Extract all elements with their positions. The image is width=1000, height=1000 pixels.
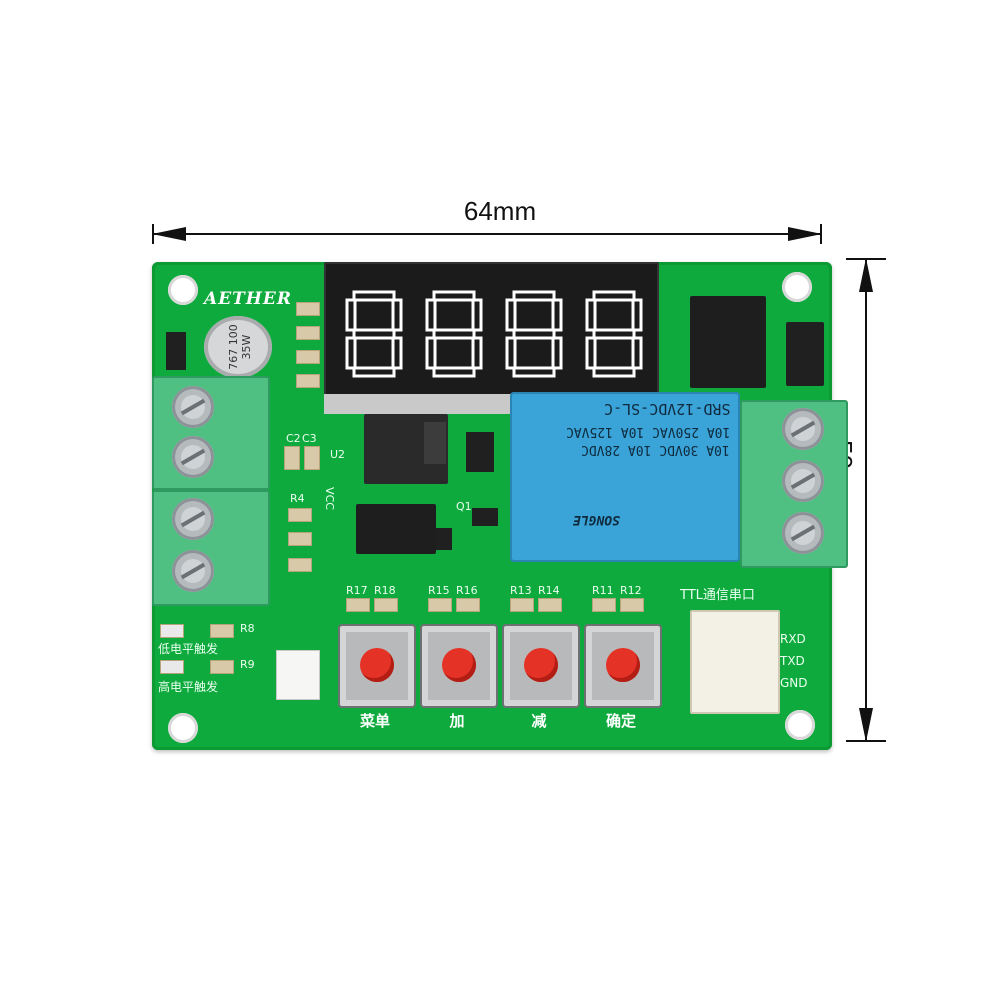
smd-resistor bbox=[456, 598, 480, 612]
smd-resistor bbox=[288, 532, 312, 546]
silk-label-r13: R13 bbox=[510, 584, 532, 597]
silk-label-r14: R14 bbox=[538, 584, 560, 597]
brand-logo: AETHER bbox=[204, 289, 292, 309]
terminal-block-power bbox=[152, 376, 270, 490]
display-digit bbox=[585, 290, 643, 378]
silk-label-r16: R16 bbox=[456, 584, 478, 597]
smd-resistor bbox=[428, 598, 452, 612]
relay-rating-dc: 10A 30VDC 10A 28VDC bbox=[581, 442, 730, 457]
smd-resistor bbox=[538, 598, 562, 612]
relay-model: SRD-12VDC-SL-C bbox=[603, 400, 730, 418]
jumper-pad[interactable] bbox=[160, 624, 184, 638]
button-cap bbox=[360, 648, 394, 682]
low-level-trigger-label: 低电平触发 bbox=[158, 642, 219, 656]
screw-terminal[interactable] bbox=[782, 408, 824, 450]
smd-resistor bbox=[210, 624, 234, 638]
display-digit bbox=[425, 290, 483, 378]
relay-brand: SONGLE bbox=[573, 512, 620, 527]
screw-terminal[interactable] bbox=[782, 460, 824, 502]
silk-label-q1: Q1 bbox=[456, 500, 472, 513]
silk-label-r15: R15 bbox=[428, 584, 450, 597]
diode bbox=[466, 432, 494, 472]
silk-label-r4: R4 bbox=[290, 492, 305, 505]
screw-terminal[interactable] bbox=[172, 550, 214, 592]
high-level-trigger-label: 高电平触发 bbox=[158, 680, 219, 694]
confirm-button-label: 确定 bbox=[605, 713, 636, 730]
smd-resistor bbox=[510, 598, 534, 612]
serial-connector[interactable] bbox=[690, 610, 780, 714]
button-cap bbox=[524, 648, 558, 682]
relay: SRD-12VDC-SL-C 10A 250VAC 10A 125VAC 10A… bbox=[510, 392, 740, 562]
smd-resistor bbox=[210, 660, 234, 674]
serial-port-label: TTL通信串口 bbox=[680, 588, 755, 603]
plus-button-label: 加 bbox=[449, 713, 465, 730]
pin-label-txd: TXD bbox=[780, 654, 805, 668]
terminal-block-relay-output bbox=[740, 400, 848, 568]
silk-label-c3: C3 bbox=[302, 432, 317, 445]
smd-resistor bbox=[592, 598, 616, 612]
pin-label-gnd: GND bbox=[780, 676, 808, 690]
smd-resistor bbox=[346, 598, 370, 612]
height-dimension-line bbox=[846, 258, 886, 742]
silk-label-r11: R11 bbox=[592, 584, 614, 597]
smd-resistor bbox=[296, 326, 320, 340]
display-digit bbox=[345, 290, 403, 378]
screw-terminal[interactable] bbox=[172, 436, 214, 478]
button-cap bbox=[606, 648, 640, 682]
smd-resistor bbox=[296, 374, 320, 388]
electrolytic-capacitor bbox=[204, 316, 272, 378]
smd-resistor bbox=[374, 598, 398, 612]
smd-resistor bbox=[296, 302, 320, 316]
capacitor-marking: 767 100 35W bbox=[227, 324, 253, 370]
button-cap bbox=[442, 648, 476, 682]
width-dimension-line bbox=[152, 224, 822, 244]
terminal-block-input bbox=[152, 490, 270, 606]
display-digit bbox=[505, 290, 563, 378]
silk-label-r8: R8 bbox=[240, 622, 255, 635]
relay-rating-ac: 10A 250VAC 10A 125VAC bbox=[565, 424, 730, 439]
seven-segment-display bbox=[324, 262, 659, 412]
diode bbox=[166, 332, 186, 370]
smd-resistor bbox=[288, 558, 312, 572]
silk-label-vcc: VCC bbox=[322, 487, 336, 510]
smd-capacitor bbox=[304, 446, 320, 470]
screw-terminal[interactable] bbox=[172, 498, 214, 540]
width-dimension-label: 64mm bbox=[463, 196, 537, 226]
silk-label-r12: R12 bbox=[620, 584, 642, 597]
pin-label-rxd: RXD bbox=[780, 632, 806, 646]
microcontroller-chip bbox=[356, 504, 436, 554]
smd-part bbox=[436, 528, 452, 550]
screw-terminal[interactable] bbox=[782, 512, 824, 554]
smd-capacitor bbox=[284, 446, 300, 470]
silk-label-u2: U2 bbox=[330, 448, 346, 461]
silk-label-c2: C2 bbox=[286, 432, 301, 445]
menu-button[interactable] bbox=[338, 624, 416, 708]
silk-label-r9: R9 bbox=[240, 658, 255, 671]
inductor bbox=[424, 422, 446, 464]
smd-resistor bbox=[296, 350, 320, 364]
confirm-button[interactable] bbox=[584, 624, 662, 708]
menu-button-label: 菜单 bbox=[359, 713, 390, 730]
jumper-pad[interactable] bbox=[160, 660, 184, 674]
mounting-hole bbox=[782, 272, 812, 302]
bridge-diode bbox=[786, 322, 824, 386]
mounting-hole bbox=[785, 710, 815, 740]
silk-label-r17: R17 bbox=[346, 584, 368, 597]
silk-label-r18: R18 bbox=[374, 584, 396, 597]
transistor bbox=[472, 508, 498, 526]
screw-terminal[interactable] bbox=[172, 386, 214, 428]
ic-chip bbox=[690, 296, 766, 388]
mounting-hole bbox=[168, 275, 198, 305]
smd-resistor bbox=[288, 508, 312, 522]
minus-button[interactable] bbox=[502, 624, 580, 708]
plus-button[interactable] bbox=[420, 624, 498, 708]
optocoupler bbox=[276, 650, 320, 700]
smd-resistor bbox=[620, 598, 644, 612]
mounting-hole bbox=[168, 713, 198, 743]
minus-button-label: 减 bbox=[531, 713, 547, 730]
